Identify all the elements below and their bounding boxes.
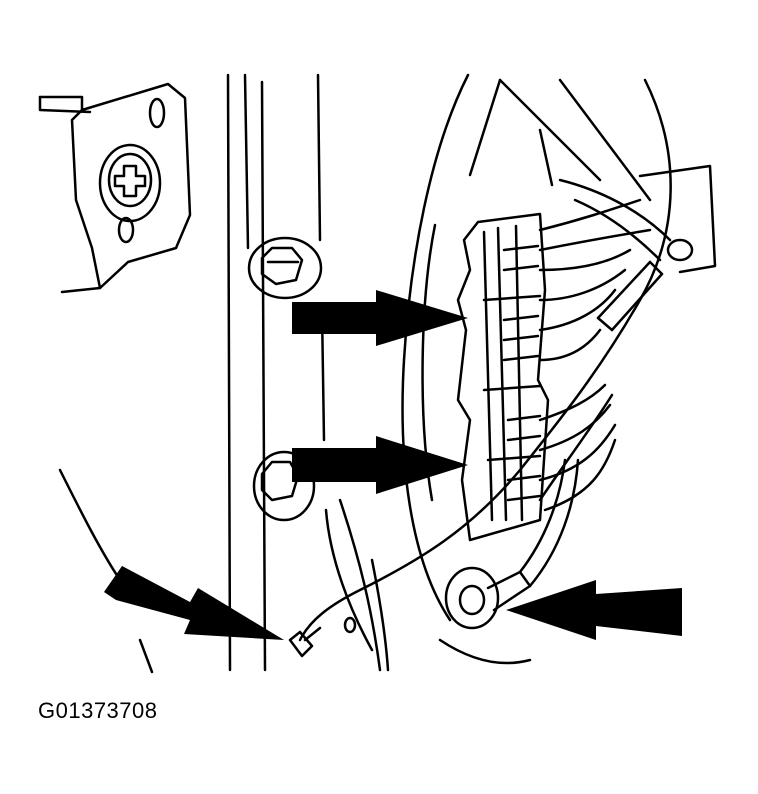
panel-edge-lines [58,73,374,674]
figure-id-label: G01373708 [38,698,158,723]
wire-terminal-pin [288,626,322,658]
arrow-lower-connector [292,436,468,494]
bracket-housing [38,82,192,294]
ground-eyelet [444,458,580,630]
wire-harness [298,78,717,642]
panel-curve [338,73,652,672]
arrow-ground-eyelet [506,580,682,640]
upper-hex-nut [247,236,323,300]
electrical-connector [456,212,550,542]
arrow-upper-connector [292,290,468,346]
arrow-wire-terminal [104,566,284,640]
lower-hex-nut [252,450,316,522]
phillips-screw [98,143,162,223]
